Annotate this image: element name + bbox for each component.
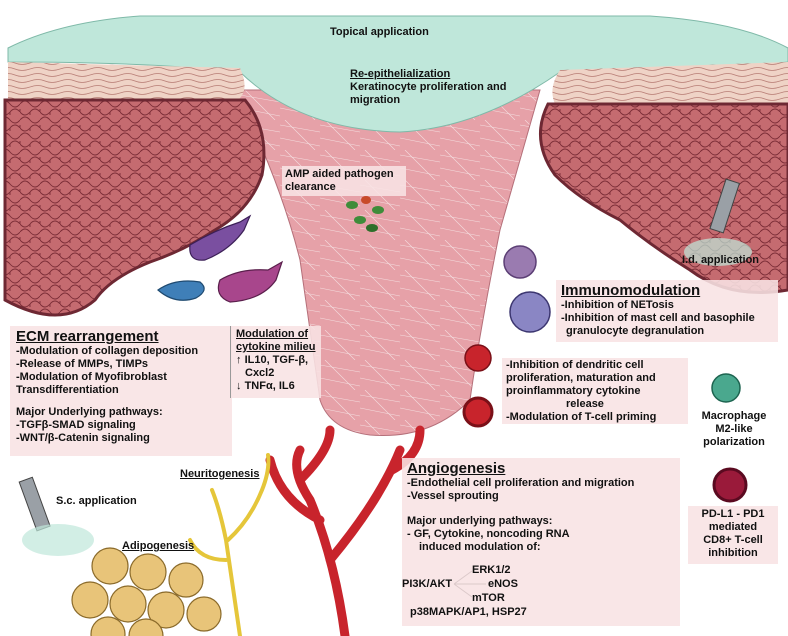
up-arrow: ↑ [236, 354, 242, 366]
cytokine-up-2: Cxcl2 [245, 367, 275, 379]
pi3k-label: PI3K/AKT [402, 578, 453, 590]
angio-item-1: -Endothelial cell proliferation and migr… [407, 477, 635, 489]
cytokine-title-1: Modulation of [236, 328, 309, 340]
mast-cell [509, 291, 551, 333]
id-label: I.d. application [682, 254, 760, 266]
sc-label: S.c. application [56, 495, 137, 507]
pathogen-cluster [346, 196, 384, 232]
down-arrow: ↓ [236, 380, 242, 392]
amp-box: AMP aided pathogen clearance [282, 166, 406, 196]
t-cell [462, 396, 494, 428]
dc-item-2: proliferation, maturation and [506, 372, 656, 384]
reepi-block: Re-epithelialization Keratinocyte prolif… [350, 68, 506, 107]
pdl1-line-4: inhibition [708, 547, 758, 559]
epidermis-left [3, 98, 266, 317]
p38-label: p38MAPK/AP1, HSP27 [410, 606, 527, 618]
fibroblast-2 [217, 260, 284, 303]
immuno-item-3: granulocyte degranulation [566, 325, 705, 337]
angio-title: Angiogenesis [407, 460, 506, 477]
fibroblast-1 [189, 214, 252, 261]
topical-label: Topical application [330, 26, 429, 38]
dc-item-5: -Modulation of T-cell priming [506, 411, 657, 423]
dc-item-1: -Inhibition of dendritic cell [506, 359, 644, 371]
macrophage-line-1: Macrophage [701, 410, 767, 422]
sc-depot [22, 524, 94, 556]
cd8-t-cell [712, 467, 748, 503]
amp-line-2: clearance [285, 181, 336, 193]
cytokine-down: TNFα, IL6 [244, 380, 295, 392]
id-depot [684, 238, 752, 266]
immuno-title: Immunomodulation [561, 282, 701, 299]
blood-vessel [265, 425, 425, 636]
macrophage-line-3: polarization [703, 436, 765, 448]
ecm-title: ECM rearrangement [16, 328, 159, 345]
neuritogenesis-label: Neuritogenesis [180, 468, 260, 480]
macrophage-line-2: M2-like [715, 423, 753, 435]
dc-box: -Inhibition of dendritic cell proliferat… [502, 358, 688, 424]
cytokine-box: Modulation of cytokine milieu ↑ IL10, TG… [230, 326, 321, 398]
stratum-right [552, 62, 788, 104]
neutrophil-cell [503, 245, 537, 279]
mtor-label: mTOR [472, 592, 505, 604]
immuno-item-1: -Inhibition of NETosis [561, 299, 674, 311]
fibroblast-3 [157, 280, 205, 301]
dc-item-3: proinflammatory cytokine [506, 385, 641, 397]
angio-box: Angiogenesis -Endothelial cell prolifera… [402, 458, 680, 626]
immuno-item-2: -Inhibition of mast cell and basophile [561, 312, 755, 324]
ecm-pathways-title: Major Underlying pathways: [16, 406, 163, 418]
ecm-item-4: Transdifferentiation [16, 384, 119, 396]
pdl1-line-2: mediated [708, 521, 758, 533]
sc-needle [18, 476, 51, 532]
cytokine-title-2: cytokine milieu [236, 341, 316, 353]
adipogenesis-label: Adipogenesis [122, 540, 195, 552]
dendritic-cell [464, 344, 492, 372]
id-needle [709, 178, 741, 234]
macrophage-cell [711, 373, 741, 403]
reepi-line-2: migration [350, 94, 401, 106]
immuno-box: Immunomodulation -Inhibition of NETosis … [556, 280, 778, 342]
ecm-box: ECM rearrangement -Modulation of collage… [10, 326, 232, 456]
ecm-item-1: -Modulation of collagen deposition [16, 345, 199, 357]
angio-item-2: -Vessel sprouting [407, 490, 499, 502]
stratum-left [8, 62, 245, 100]
dc-item-4: release [566, 398, 604, 410]
erk-label: ERK1/2 [472, 564, 511, 576]
nerve-fiber [188, 453, 271, 636]
angio-pathway-2: induced modulation of: [419, 541, 541, 553]
angio-pathway-1: - GF, Cytokine, noncoding RNA [407, 528, 570, 540]
pdl1-line-1: PD-L1 - PD1 [701, 508, 765, 520]
pdl1-box: PD-L1 - PD1 mediated CD8+ T-cell inhibit… [688, 506, 778, 564]
ecm-item-2: -Release of MMPs, TIMPs [16, 358, 149, 370]
ecm-item-3: -Modulation of Myofibroblast [16, 371, 167, 383]
cytokine-up: IL10, TGF-β, [244, 354, 309, 366]
macrophage-label: Macrophage M2-like polarization [690, 410, 778, 449]
pdl1-line-3: CD8+ T-cell [703, 534, 763, 546]
adipocyte-cluster [71, 547, 222, 636]
ecm-pathway-1: -TGFβ-SMAD signaling [16, 419, 136, 431]
ecm-pathway-2: -WNT/β-Catenin signaling [16, 432, 150, 444]
angio-pathways-title: Major underlying pathways: [407, 515, 553, 527]
reepi-line-1: Keratinocyte proliferation and [350, 81, 507, 93]
reepi-title: Re-epithelialization [350, 68, 451, 80]
enos-label: eNOS [488, 578, 518, 590]
amp-line-1: AMP aided pathogen [285, 168, 394, 180]
